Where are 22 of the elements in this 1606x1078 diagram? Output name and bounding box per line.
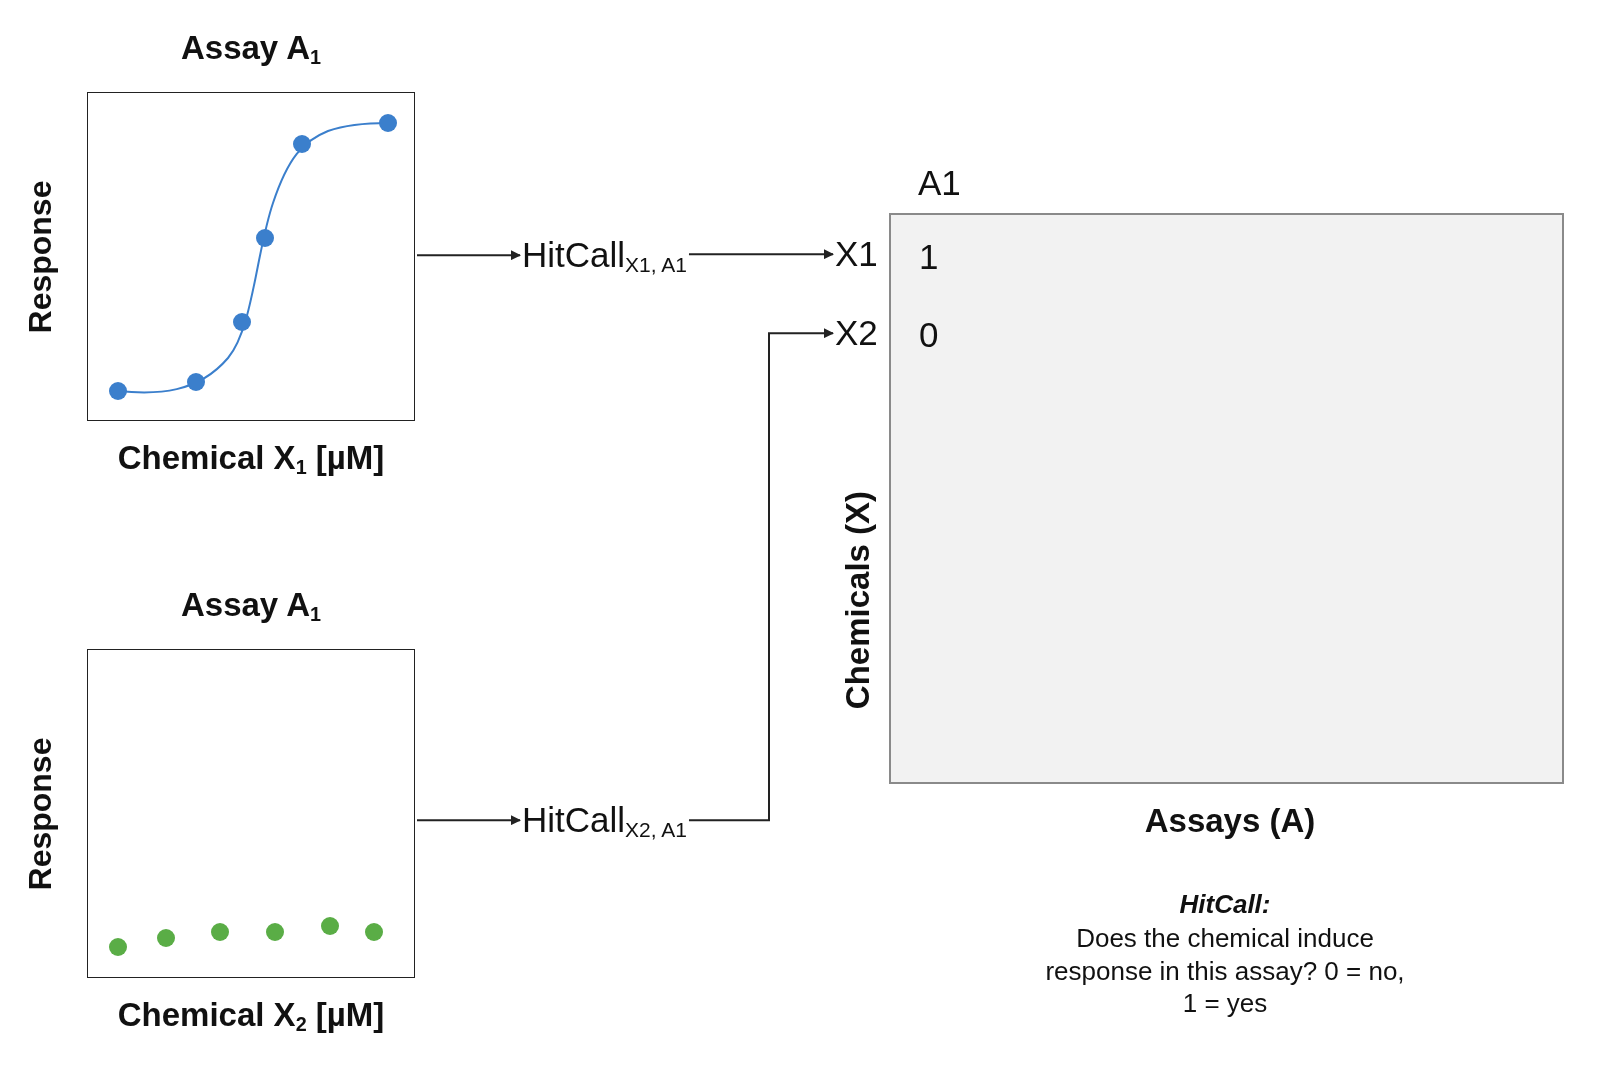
plot-title: Assay A$_{1}$ — [179, 586, 322, 624]
axis-label: Chemical X$_{1}$ [µM] — [116, 439, 386, 477]
axis-label: Chemical X$_{2}$ [µM] — [116, 996, 386, 1034]
row-label: X2 — [835, 313, 878, 354]
matrix-value: 1 — [919, 237, 939, 278]
arrow — [687, 328, 834, 822]
note-heading: HitCall: — [1178, 890, 1272, 920]
hitcall-matrix — [889, 213, 1564, 784]
arrow — [416, 815, 521, 826]
axis-label: Chemicals (X) — [839, 490, 877, 710]
axis-label: Response — [21, 180, 59, 333]
row-label: X1 — [835, 234, 878, 275]
arrow — [416, 250, 521, 261]
matrix-value: 0 — [919, 315, 939, 356]
hitcall-label: HitCall$_{X2, A1}$ — [522, 800, 687, 841]
plot-title: Assay A$_{1}$ — [179, 29, 322, 67]
hitcall-label: HitCall$_{X1, A1}$ — [522, 235, 687, 276]
axis-label: Response — [21, 737, 59, 890]
axis-label: Assays (A) — [1143, 802, 1317, 840]
arrow — [687, 249, 834, 260]
note-text: Does the chemical induce response in this assay? 0 = no, 1 = yes — [1044, 922, 1406, 1020]
column-label: A1 — [918, 163, 961, 204]
